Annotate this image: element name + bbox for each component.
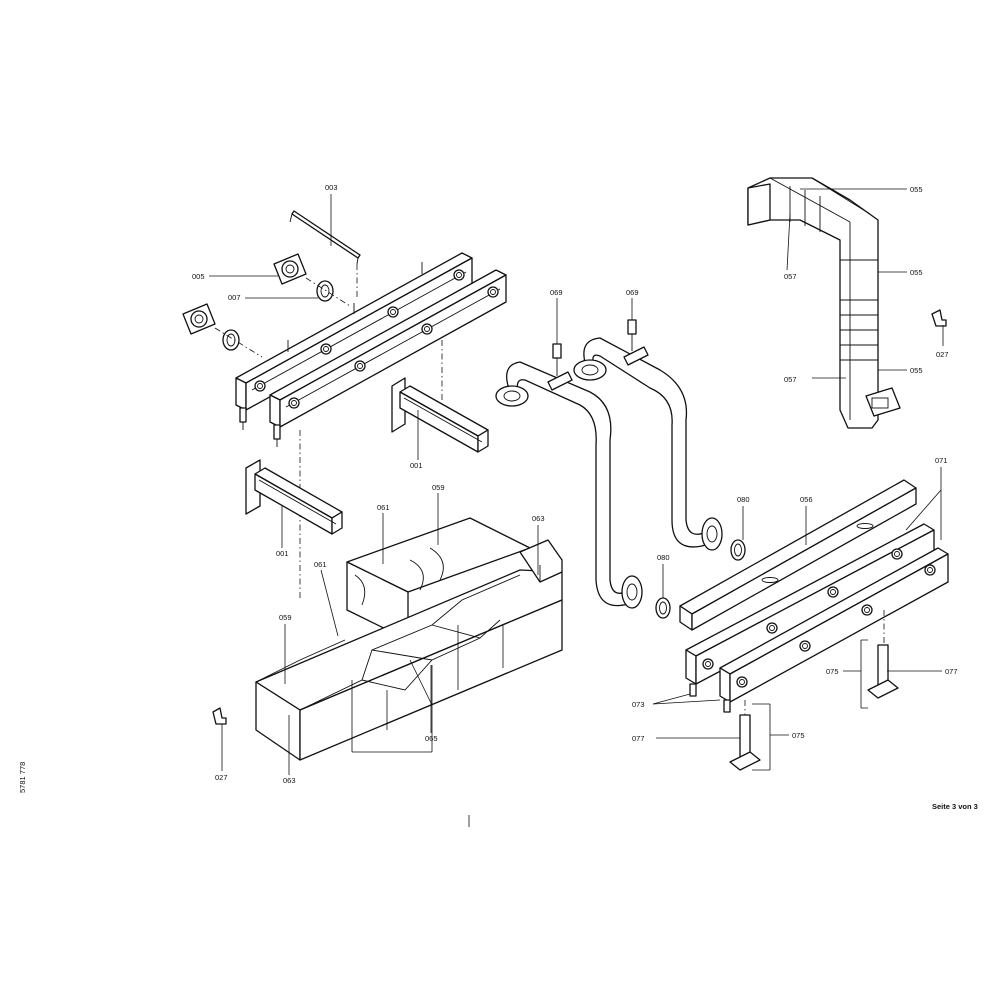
label-071: 071 <box>935 456 948 465</box>
leader-lines <box>209 188 944 827</box>
label-069-b: 069 <box>626 288 639 297</box>
label-001-b: 001 <box>276 549 289 558</box>
part-005-flange-pair <box>182 253 307 335</box>
label-077-a: 077 <box>945 667 958 676</box>
label-057-b: 057 <box>784 375 797 384</box>
part-077-support-leg-left <box>729 700 761 771</box>
label-069-a: 069 <box>550 288 563 297</box>
part-labels: 003 005 007 001 001 061 059 063 061 059 … <box>192 183 958 785</box>
label-080-b: 080 <box>737 495 750 504</box>
connection-pipe-right <box>573 337 723 551</box>
part-027-clip-right <box>931 309 947 327</box>
burner-manifold-upper-left <box>235 252 507 447</box>
label-059-a: 059 <box>432 483 445 492</box>
part-003-clip-bar <box>289 210 361 265</box>
part-001-bracket-right <box>391 377 489 453</box>
label-056: 056 <box>800 495 813 504</box>
flue-duct-assembly <box>747 177 901 429</box>
label-055-c: 055 <box>910 366 923 375</box>
part-001-bracket-left <box>245 459 343 535</box>
label-027-a: 027 <box>215 773 228 782</box>
label-080-a: 080 <box>657 553 670 562</box>
document-number: 5781 778 <box>18 762 27 793</box>
combustion-chamber-insulation <box>255 517 563 761</box>
burner-manifold-lower-right <box>679 479 949 713</box>
label-061-b: 061 <box>314 560 327 569</box>
label-005: 005 <box>192 272 205 281</box>
label-063-b: 063 <box>283 776 296 785</box>
label-061-a: 061 <box>377 503 390 512</box>
connection-pipe-left <box>495 361 643 609</box>
part-077-support-leg-right <box>867 610 899 699</box>
part-027-clip-left <box>212 707 227 725</box>
label-057-a: 057 <box>784 272 797 281</box>
page-footer: Seite 3 von 3 <box>932 802 978 811</box>
label-075-a: 075 <box>826 667 839 676</box>
label-073: 073 <box>632 700 645 709</box>
label-077-b: 077 <box>632 734 645 743</box>
label-075-b: 075 <box>792 731 805 740</box>
label-065: 065 <box>425 734 438 743</box>
label-007: 007 <box>228 293 241 302</box>
label-063-a: 063 <box>532 514 545 523</box>
label-027-b: 027 <box>936 350 949 359</box>
label-055-a: 055 <box>910 185 923 194</box>
label-003: 003 <box>325 183 338 192</box>
label-001-a: 001 <box>410 461 423 470</box>
label-055-b: 055 <box>910 268 923 277</box>
label-059-b: 059 <box>279 613 292 622</box>
